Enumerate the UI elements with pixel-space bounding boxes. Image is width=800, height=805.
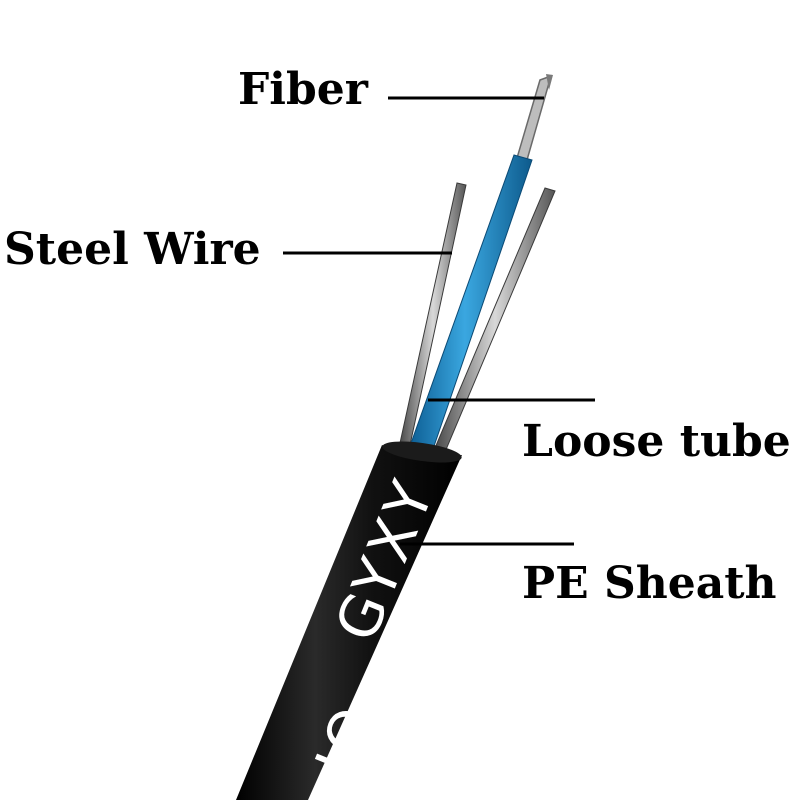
steel-wire-label: Steel Wire bbox=[4, 224, 261, 275]
fiber-strand bbox=[516, 74, 553, 161]
loose-tube bbox=[409, 154, 533, 453]
pe-sheath bbox=[236, 445, 462, 800]
loose-tube-label: Loose tube bbox=[522, 416, 791, 467]
pe-sheath-label: PE Sheath bbox=[522, 558, 777, 609]
fiber-label: Fiber bbox=[238, 64, 368, 115]
